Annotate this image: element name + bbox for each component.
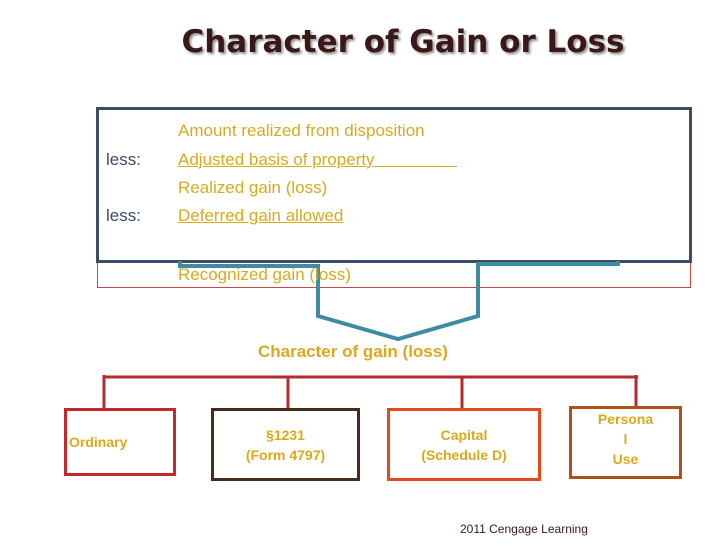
- copyright-footer: 2011 Cengage Learning: [460, 522, 588, 536]
- category-section-1231-line-2: (Form 4797): [245, 446, 326, 463]
- calc-label-less-1: less:: [106, 150, 141, 169]
- category-section-1231: §1231 (Form 4797): [211, 408, 360, 481]
- category-capital-line-1: Capital: [440, 426, 488, 443]
- category-personal-use: Persona l Use: [569, 406, 682, 479]
- category-personal-use-line-2: l: [623, 431, 628, 447]
- calc-line-adjusted-basis-text: Adjusted basis of property: [178, 150, 375, 169]
- category-personal-use-line-1: Persona: [597, 411, 654, 427]
- calc-line-adjusted-basis: Adjusted basis of property: [178, 150, 457, 170]
- category-capital: Capital (Schedule D): [387, 408, 541, 481]
- underline-extension: [374, 150, 457, 167]
- calculation-frame: [96, 107, 692, 263]
- category-ordinary: Ordinary: [64, 408, 176, 476]
- calc-line-recognized-gain: Recognized gain (loss): [178, 265, 351, 284]
- category-section-1231-line-1: §1231: [266, 426, 305, 443]
- calc-line-realized-gain: Realized gain (loss): [178, 178, 328, 197]
- merge-arrow-outline: [178, 261, 620, 342]
- character-label: Character of gain (loss): [258, 342, 448, 361]
- calc-line-amount-realized: Amount realized from disposition: [178, 121, 425, 140]
- calc-label-less-2: less:: [106, 206, 141, 225]
- category-capital-line-2: (Schedule D): [421, 446, 507, 463]
- calc-line-deferred-gain: Deferred gain allowed: [178, 206, 344, 225]
- branch-lines: [102, 375, 638, 409]
- category-ordinary-label: Ordinary: [69, 434, 128, 450]
- category-personal-use-line-3: Use: [612, 451, 639, 467]
- page-title: Character of Gain or Loss: [181, 24, 625, 60]
